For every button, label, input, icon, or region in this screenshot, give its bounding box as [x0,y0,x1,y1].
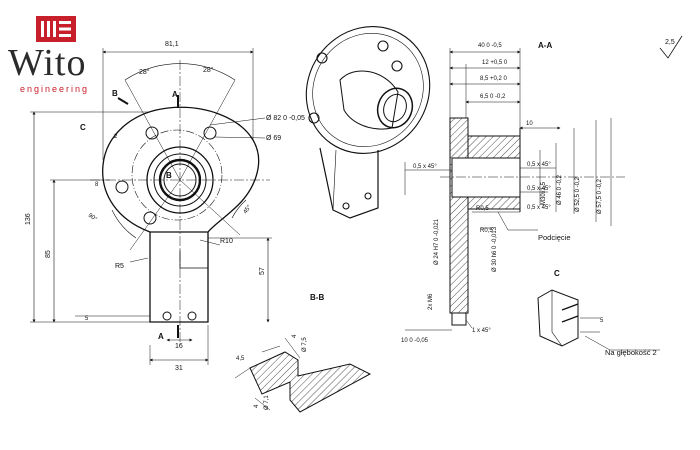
detail-c-labels: C 5 Na głębokość 2 [554,269,657,357]
detail-c-view [537,289,660,351]
section-bb-view [234,337,372,413]
front-view-labels: 81,1 28° 28° Ø 82 0 -0,05 Ø 69 136 85 57… [25,41,305,372]
flange-section [449,117,469,314]
dim-aa-chamfer-bottom: 1 x 45° [472,328,491,334]
bolt-hole-bottom [143,211,157,225]
dim-aa-d10-bottom: 10 0 -0,05 [401,338,429,344]
section-marker-b-left: B [112,89,118,98]
slot-hole-left [162,311,172,321]
dim-bb-4: 4 [292,334,298,338]
bolt-hole-top-left [145,126,159,140]
dim-aa-d8-5: 8,5 +0,2 0 [480,76,508,82]
dim-aa-dia-46: Ø 46 0 -0,2 [557,174,563,205]
dim-angle-low-right: 45° [243,204,253,215]
surface-finish-value: 2,5 [665,39,675,46]
dim-hole-side: 8 [95,182,99,188]
dim-dia-bolt: Ø 69 [266,135,281,142]
dim-aa-dia-52-5: Ø 52,5 0 -0,2 [575,176,581,212]
dim-aa-chamfer-ul: 0,5 x 45° [413,164,437,170]
bolt-hole-left [115,180,129,194]
dim-aa-r0-5-left: R0,5 [476,206,489,212]
thread-stub [451,312,467,326]
surface-finish-icon [659,35,683,59]
section-aa-title: A-A [538,41,552,50]
brand-tagline: engineering [20,84,90,94]
dim-aa-dia-57-5: Ø 57,5 0 -0,2 [597,178,603,214]
dim-aa-d40: 40 0 -0,5 [478,43,502,49]
dim-radius-r5: R5 [115,263,124,270]
dim-bb-4-bottom: 4 [254,404,260,408]
dim-aa-d10-top: 10 [526,121,533,127]
dim-aa-chamfer-lower: 0,5 x 45° [527,205,551,211]
bore [451,157,521,198]
undercut-callout: Podcięcie [538,233,571,242]
detail-c-title: C [554,269,560,278]
dim-height-center: 85 [45,250,52,258]
dim-width-top: 81,1 [165,41,179,48]
dim-aa-thread-m6: 2x M6 [428,293,434,310]
stem-step [179,250,208,269]
front-view [30,48,272,365]
dim-radius-r10: R10 [220,238,233,245]
dim-bb-dia-7-1: Ø 7,1 [264,395,270,410]
bolt-hole-top-right [203,126,217,140]
dim-aa-thread: M30x1,5 [541,181,547,205]
dim-angle-left: 28° [139,68,150,76]
section-bb-body [249,351,372,413]
section-bb-labels: B-B 4,5 4 Ø 7,5 Ø 7,1 4 [236,293,324,410]
dim-aa-dia-24h7: Ø 24 H7 0 -0,021 [434,218,440,265]
w-mark-icon [36,16,76,42]
isometric-view [305,26,431,219]
dim-bb-dia-7-5: Ø 7,5 [302,337,308,352]
dim-hole-top: 2 [114,134,118,140]
dim-dia-outer: Ø 82 0 -0,05 [266,115,305,122]
section-aa-labels: A-A 2,5 40 0 -0,5 12 +0,5 0 8,5 +0,2 0 6… [401,35,683,344]
boss-upper-section [467,135,521,159]
dim-width-31: 31 [175,365,183,372]
section-marker-a-bottom: A [158,332,164,341]
brand-logo: Wito engineering [6,6,126,94]
dim-offset-5: 5 [85,316,89,322]
dim-angle-right: 28° [203,66,214,74]
dim-aa-d12: 12 +0,5 0 [482,60,508,66]
dim-c-5: 5 [600,318,604,324]
dim-aa-r0-5-right: R0,5 [480,228,493,234]
detail-marker-c: C [80,123,86,132]
section-marker-b-center: B [166,171,172,180]
dim-bb-4-5: 4,5 [236,356,245,362]
slot-hole-right [187,311,197,321]
section-marker-a-top: A [172,90,178,99]
dim-aa-dia-30h6: Ø 30 h6 0 -0,013 [492,226,498,272]
dim-height-total: 136 [25,213,32,225]
dim-angle-low-left: 90° [87,213,98,223]
stem-outline [149,232,209,323]
dim-aa-chamfer-ur: 0,5 x 45° [527,162,551,168]
brand-wordmark: Wito [8,42,87,84]
bolt-circle [131,129,223,221]
flange-outline [102,106,260,233]
section-bb-title: B-B [310,293,324,302]
dim-aa-chamfer-mr: 0,5 x 45° [527,186,551,192]
depth-note: Na głębokość 2 [605,348,657,357]
dim-width-16: 16 [175,343,183,350]
section-aa-view [404,48,625,331]
dim-height-stem: 57 [259,267,266,275]
dim-aa-d6-5: 6,5 0 -0,2 [480,94,506,100]
